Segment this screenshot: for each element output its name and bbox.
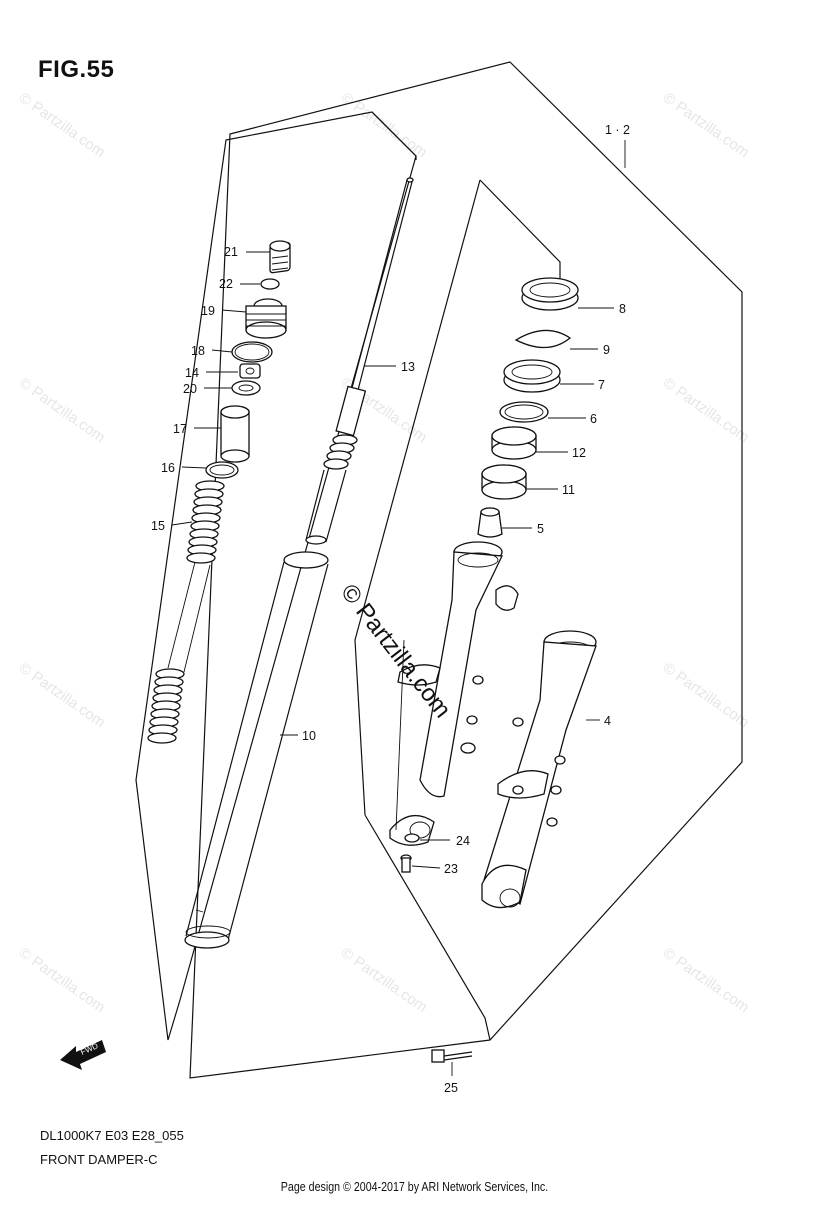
watermark: © Partzilla.com <box>16 659 109 731</box>
callout-25: 25 <box>444 1081 458 1095</box>
callout-11: 11 <box>562 483 575 497</box>
part-18-o-ring <box>231 341 273 363</box>
callout-9: 9 <box>603 343 610 357</box>
callout-21: 21 <box>224 245 238 259</box>
model-code: DL1000K7 E03 E28_055 <box>40 1128 184 1143</box>
callout-4: 4 <box>604 714 611 728</box>
part-13-damper-rod <box>305 177 414 545</box>
watermark: © Partzilla.com <box>660 89 753 161</box>
part-12-bushing <box>491 426 537 460</box>
callout-14: 14 <box>185 366 199 380</box>
callout-24: 24 <box>456 834 470 848</box>
partzilla-watermark: © Partzilla.com <box>335 579 456 723</box>
callout-6: 6 <box>590 412 597 426</box>
part-20-spacer <box>231 380 261 396</box>
watermark: © Partzilla.com <box>660 944 753 1016</box>
callout-17: 17 <box>173 422 187 436</box>
part-8-dust-seal <box>521 277 579 311</box>
lower-frame <box>364 814 491 1041</box>
callout-16: 16 <box>161 461 175 475</box>
part-21-adjuster-bolt <box>269 240 291 274</box>
part-11-bushing <box>481 464 527 500</box>
callout-8: 8 <box>619 302 626 316</box>
callout-20: 20 <box>183 382 197 396</box>
watermark: © Partzilla.com <box>660 374 753 446</box>
callout-7: 7 <box>598 378 605 392</box>
watermark: © Partzilla.com <box>660 659 753 731</box>
leader-lines <box>171 140 626 1076</box>
outer-tube-frame-left <box>354 179 481 816</box>
outer-tube-left <box>389 541 519 846</box>
part-16-washer <box>205 461 239 479</box>
part-4-outer-tube <box>481 630 597 909</box>
part-24-washer <box>404 833 420 843</box>
part-19-cap-bolt <box>245 298 287 339</box>
forward-arrow-icon: FWD <box>60 1040 106 1070</box>
callout-5: 5 <box>537 522 544 536</box>
callout-15: 15 <box>151 519 165 533</box>
part-5-oil-lock-piece <box>477 507 503 538</box>
part-22-o-ring <box>260 278 280 290</box>
watermark: © Partzilla.com <box>338 944 431 1016</box>
watermark: © Partzilla.com <box>338 89 431 161</box>
assembly-frame <box>189 61 743 1079</box>
callout-19: 19 <box>201 304 215 318</box>
callout-numbers: 1 · 2 21 22 19 18 14 20 17 16 15 13 10 8… <box>151 123 630 1095</box>
callout-10: 10 <box>302 729 316 743</box>
watermark: © Partzilla.com <box>16 944 109 1016</box>
cartridge-frame-edge <box>371 111 417 160</box>
callout-1-2: 1 · 2 <box>605 123 630 137</box>
callout-13: 13 <box>401 360 415 374</box>
part-10-inner-tube <box>184 551 329 949</box>
part-7-oil-seal <box>503 359 561 393</box>
figure-title: FIG.55 <box>38 56 115 83</box>
watermark: © Partzilla.com <box>16 374 109 446</box>
callout-23: 23 <box>444 862 458 876</box>
outer-tube-frame <box>479 179 561 280</box>
part-17-collar <box>220 405 250 463</box>
watermark-grid: © Partzilla.com © Partzilla.com © Partzi… <box>16 89 753 1016</box>
watermark: © Partzilla.com <box>16 89 109 161</box>
part-14-nut <box>239 363 261 379</box>
part-23-bolt <box>400 854 412 873</box>
page-footer: Page design © 2004-2017 by ARI Network S… <box>280 1179 549 1194</box>
section-name: FRONT DAMPER-C <box>40 1152 158 1167</box>
callout-12: 12 <box>572 446 586 460</box>
part-9-clip <box>514 329 572 349</box>
callout-22: 22 <box>219 277 233 291</box>
part-25-bolt <box>431 1049 473 1063</box>
part-15-spring <box>147 480 225 744</box>
callout-18: 18 <box>191 344 205 358</box>
